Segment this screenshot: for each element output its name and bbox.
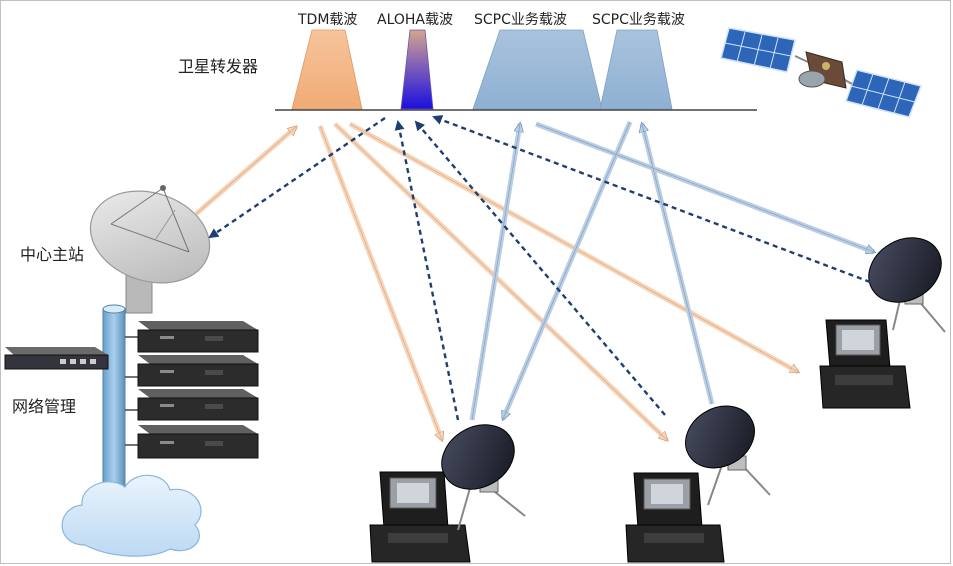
rack-device-1 bbox=[137, 321, 259, 353]
network-management-label: 网络管理 bbox=[12, 397, 76, 416]
tdm-carrier-label: TDM载波 bbox=[297, 12, 357, 28]
tdm-carrier-shape bbox=[291, 29, 363, 110]
scpc-carrier-label-1: SCPC业务载波 bbox=[474, 12, 567, 28]
scpc-carrier-label-2: SCPC业务载波 bbox=[592, 12, 685, 28]
vsat-terminal-3 bbox=[819, 237, 946, 409]
network-manager-device-icon bbox=[4, 347, 109, 370]
aloha-carrier-label: ALOHA载波 bbox=[377, 12, 453, 28]
vsat-terminal-1 bbox=[369, 424, 526, 563]
hub-station-label: 中心主站 bbox=[20, 245, 84, 264]
aloha-uplink-arrow-1 bbox=[394, 120, 460, 421]
device-connectors bbox=[125, 336, 138, 446]
satellite-icon bbox=[720, 27, 923, 118]
network-pole bbox=[102, 308, 126, 500]
rack-device-4 bbox=[137, 425, 259, 459]
aloha-link-arrows bbox=[208, 115, 871, 421]
aloha-uplink-arrow-3 bbox=[432, 115, 871, 284]
aloha-carrier-shape bbox=[400, 29, 434, 110]
transponder-label: 卫星转发器 bbox=[178, 57, 258, 76]
aloha-uplink-arrow-2 bbox=[414, 120, 666, 416]
network-cloud-icon bbox=[61, 474, 202, 557]
rack-device-3 bbox=[137, 389, 259, 421]
scpc-link-arrows bbox=[469, 121, 874, 420]
vsat-terminal-2 bbox=[625, 405, 771, 563]
hub-dish-icon bbox=[89, 185, 211, 314]
scpc-carrier-shape-1 bbox=[472, 29, 603, 110]
rack-device-2 bbox=[137, 355, 259, 387]
scpc-carrier-shape-2 bbox=[599, 29, 673, 110]
